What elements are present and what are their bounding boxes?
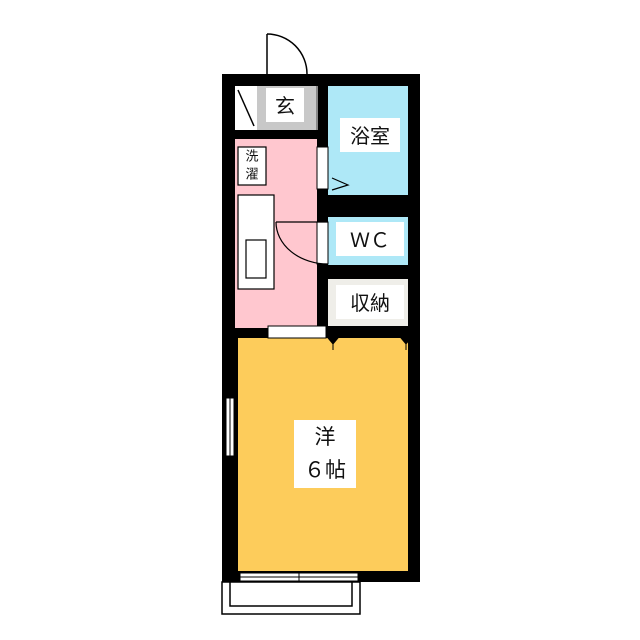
toilet-label: ＷＣ — [350, 228, 390, 252]
bathroom-door-mark — [331, 177, 350, 191]
bathroom-label-box: 浴室 — [340, 118, 400, 152]
entrance-step-diagonal — [237, 89, 255, 127]
toilet-label-box: ＷＣ — [336, 222, 404, 256]
balcony — [221, 581, 361, 615]
laundry-label-line1: 洗 — [245, 150, 258, 165]
toilet-door-swing — [275, 221, 329, 265]
entrance-label: 玄 — [275, 94, 295, 118]
storage-door-marks — [326, 337, 413, 350]
laundry-label-line2: 濯 — [245, 168, 258, 183]
western-room-label-line1: 洋 — [315, 425, 336, 449]
western-room-label-box: 洋 ６帖 — [294, 420, 356, 488]
western-room-label-line2: ６帖 — [304, 458, 346, 482]
toilet-door-opening — [316, 221, 329, 265]
entrance-door — [266, 33, 308, 75]
storage-label-box: 収納 — [336, 285, 404, 319]
bottom-window — [239, 572, 359, 582]
laundry-space — [237, 146, 267, 186]
room-door-opening — [267, 325, 327, 339]
bathroom-door-opening — [316, 146, 329, 190]
storage-label: 収納 — [350, 291, 390, 315]
bathroom-label: 浴室 — [350, 124, 390, 148]
left-window — [225, 397, 235, 457]
entrance-label-box: 玄 — [266, 88, 304, 122]
kitchen-sink — [237, 194, 275, 290]
